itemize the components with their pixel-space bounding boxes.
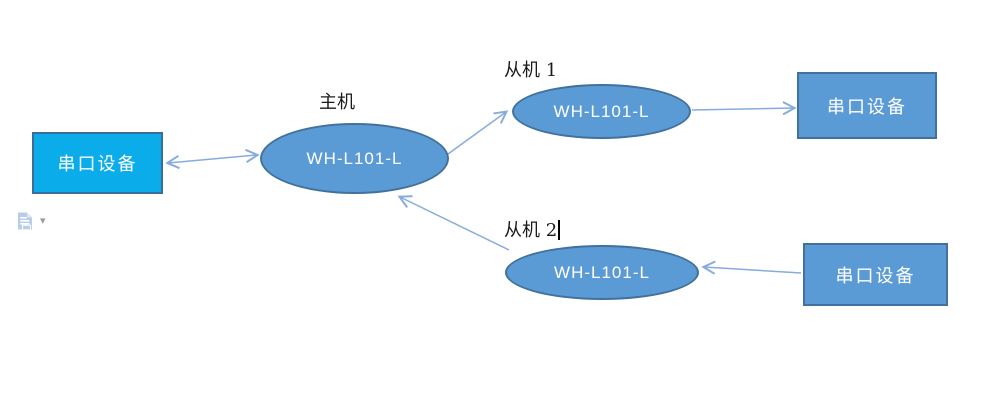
node-label: WH-L101-L xyxy=(553,101,650,121)
connector-slave1-rightdevice-top[interactable] xyxy=(691,101,797,116)
caption-master[interactable]: 主机 xyxy=(319,92,355,113)
node-serial-device-bottom-right[interactable]: 串口设备 xyxy=(803,243,948,306)
node-master-wh-l101-l[interactable]: WH-L101-L xyxy=(260,123,449,194)
connector-rightdevice-bottom-slave2[interactable] xyxy=(701,260,802,275)
caption-slave1[interactable]: 从机 1 xyxy=(504,60,558,81)
node-slave1-wh-l101-l[interactable]: WH-L101-L xyxy=(512,84,691,139)
connector-master-slave1[interactable] xyxy=(447,110,509,155)
node-label: WH-L101-L xyxy=(306,148,403,168)
node-label: 串口设备 xyxy=(827,96,907,117)
paste-options-icon xyxy=(18,212,32,231)
connector-leftdevice-master[interactable] xyxy=(165,148,260,170)
text-cursor xyxy=(558,220,560,240)
caption-slave2[interactable]: 从机 2 xyxy=(504,216,560,242)
node-serial-device-top-right[interactable]: 串口设备 xyxy=(797,72,937,139)
node-label: 串口设备 xyxy=(57,154,138,174)
caption-slave2-text: 从机 2 xyxy=(504,220,558,241)
dropdown-arrow-icon[interactable]: ▾ xyxy=(40,214,46,227)
node-serial-device-left[interactable]: 串口设备 xyxy=(32,132,163,194)
connector-slave2-master[interactable] xyxy=(397,195,510,251)
node-label: 串口设备 xyxy=(835,265,916,286)
paste-options-button[interactable]: ▾ xyxy=(14,210,46,232)
node-label: WH-L101-L xyxy=(554,262,650,282)
node-slave2-wh-l101-l[interactable]: WH-L101-L xyxy=(505,245,699,300)
